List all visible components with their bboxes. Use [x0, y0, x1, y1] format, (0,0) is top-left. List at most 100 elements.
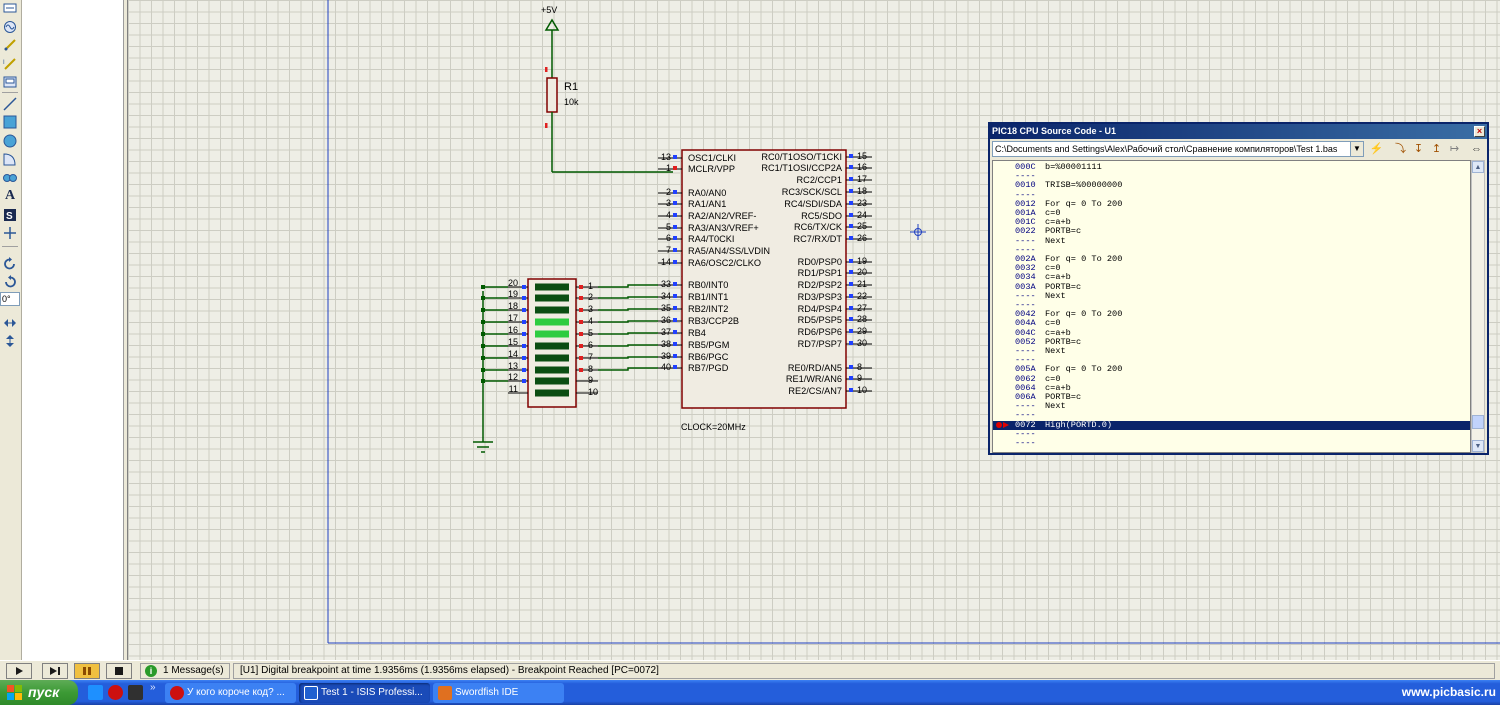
play-button[interactable]: [6, 663, 32, 679]
line-tool-icon[interactable]: [2, 96, 18, 111]
close-icon[interactable]: ×: [1474, 126, 1485, 137]
mode-generator-icon[interactable]: [2, 19, 18, 34]
power-terminal[interactable]: +5V: [541, 5, 560, 42]
panel-splitter[interactable]: [124, 0, 128, 660]
bargraph-pin-right[interactable]: 1: [576, 281, 598, 291]
code-line[interactable]: ----: [993, 438, 1470, 448]
bargraph-pin-left[interactable]: 18: [508, 301, 528, 312]
quicklaunch-expand-icon[interactable]: »: [150, 682, 156, 693]
code-line[interactable]: ----: [993, 190, 1470, 200]
mode-terminal-icon[interactable]: [2, 0, 18, 15]
start-button[interactable]: пуск: [0, 680, 78, 705]
source-code-window[interactable]: PIC18 CPU Source Code - U1 × C:\Document…: [988, 122, 1489, 455]
bargraph-pin-right[interactable]: 7: [576, 352, 598, 362]
step-over-icon[interactable]: ⤵: [1395, 143, 1406, 155]
bargraph-pin-left[interactable]: 13: [508, 361, 528, 372]
ground-symbol[interactable]: [473, 441, 493, 453]
marker-tool-icon[interactable]: [2, 225, 18, 240]
code-line[interactable]: ----Next: [993, 401, 1470, 411]
step-out-icon[interactable]: ↥: [1431, 143, 1442, 155]
bargraph-pin-left[interactable]: 14: [508, 349, 528, 360]
code-line[interactable]: ----: [993, 171, 1470, 181]
opera-quicklaunch-icon[interactable]: [108, 685, 123, 700]
mode-current-probe-icon[interactable]: I: [2, 56, 18, 71]
rotate-ccw-icon[interactable]: [2, 274, 18, 289]
window-options-icon[interactable]: ⇔: [1471, 143, 1482, 155]
bargraph-pin-right[interactable]: 3: [576, 304, 598, 314]
rotation-angle-input[interactable]: [0, 292, 20, 306]
circle-tool-icon[interactable]: [2, 133, 18, 148]
code-line[interactable]: ----: [993, 245, 1470, 255]
stop-button[interactable]: [106, 663, 132, 679]
box-tool-icon[interactable]: [2, 114, 18, 129]
mirror-horizontal-icon[interactable]: [2, 315, 18, 330]
mirror-vertical-icon[interactable]: [2, 333, 18, 348]
bargraph-pin-right[interactable]: 10: [576, 387, 598, 397]
ie-quicklaunch-icon[interactable]: [88, 685, 103, 700]
bargraph-pin-right[interactable]: 9: [576, 375, 598, 385]
rotate-cw-icon[interactable]: [2, 256, 18, 271]
code-line[interactable]: ----: [993, 300, 1470, 310]
symbol-tool-icon[interactable]: S: [2, 207, 18, 222]
breakpoint-icon[interactable]: [996, 421, 1002, 428]
bargraph-pin-right[interactable]: 8: [576, 364, 598, 374]
bargraph-pin-left[interactable]: 12: [508, 372, 528, 383]
task-opera[interactable]: У кого короче код? ...: [165, 683, 296, 703]
bargraph-pin-left[interactable]: 20: [508, 278, 528, 289]
code-line[interactable]: ----: [993, 429, 1470, 439]
chevron-down-icon[interactable]: ▼: [1350, 142, 1363, 156]
scroll-down-icon[interactable]: ▼: [1472, 440, 1484, 452]
bargraph-pin-left[interactable]: 15: [508, 337, 528, 348]
scroll-up-icon[interactable]: ▲: [1472, 161, 1484, 173]
bargraph-pin-left[interactable]: 19: [508, 289, 528, 300]
arc-tool-icon[interactable]: [2, 151, 18, 166]
resistor-r1[interactable]: R1 10k: [545, 42, 673, 173]
source-file-selector[interactable]: C:\Documents and Settings\Alex\Рабочий с…: [992, 141, 1364, 157]
toggle-breakpoint-icon[interactable]: ↦: [1449, 143, 1460, 155]
run-to-cursor-icon[interactable]: ⚡: [1369, 143, 1384, 155]
scroll-thumb[interactable]: [1472, 415, 1484, 429]
source-scrollbar[interactable]: ▲ ▼: [1471, 160, 1485, 453]
bargraph-pin-right[interactable]: 6: [576, 340, 598, 350]
